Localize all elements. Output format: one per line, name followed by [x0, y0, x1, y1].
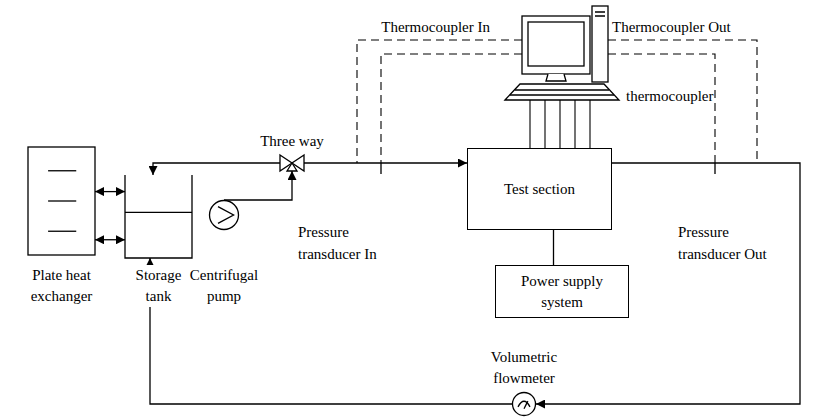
three-way-valve-symbol — [287, 163, 297, 171]
annotation-label: Pressure transducer In — [298, 222, 393, 266]
computer-tower — [592, 6, 608, 82]
pipe-connector — [150, 258, 512, 404]
heat-exchanger: Plate heat exchanger — [28, 147, 95, 255]
dashed-signal-line — [608, 40, 757, 163]
pipe-connector — [304, 162, 467, 163]
storage-tank-symbol — [125, 175, 192, 258]
centrifugal-pump-symbol — [210, 201, 239, 230]
centrifugal-pump-symbol — [209, 200, 239, 230]
annotation-label: Thermocoupler Out — [612, 17, 772, 39]
three-way-valve: Three way — [280, 155, 304, 171]
monitor-screen — [528, 22, 584, 66]
heat-exchanger-symbol — [48, 231, 76, 232]
annotation-label: Pressure transducer Out — [678, 222, 778, 266]
dashed-signal-line — [608, 54, 715, 163]
node-label: Plate heat exchanger — [22, 265, 102, 307]
computer-icon — [505, 6, 619, 100]
dashed-signal-line — [381, 54, 522, 163]
heat-exchanger-symbol — [48, 170, 76, 171]
process-box: Test section — [467, 148, 612, 230]
pipe-connector — [153, 163, 280, 175]
flowmeter-symbol — [524, 401, 528, 409]
pipe-connector — [95, 239, 125, 240]
flowmeter-symbol — [513, 393, 536, 416]
pipe-connector — [95, 191, 125, 192]
centrifugal-pump: Centrifugal pump — [209, 200, 239, 230]
process-box: Power supply system — [495, 265, 629, 318]
signal-lines — [357, 40, 757, 163]
node-label: Volumetric flowmeter — [474, 347, 574, 389]
node-label: Three way — [247, 131, 337, 152]
heat-exchanger-symbol — [28, 147, 95, 255]
thermocouple-wires — [530, 100, 590, 148]
flowmeter-symbol — [518, 401, 530, 407]
pipe-connector — [224, 171, 292, 200]
flowmeter: Volumetric flowmeter — [512, 392, 536, 416]
heat-exchanger-symbol — [28, 147, 95, 255]
annotation-label: thermocoupler — [626, 86, 736, 108]
thermocouple-wire — [530, 100, 590, 148]
node-label: Storage tank — [133, 265, 185, 307]
storage-tank: Storage tank — [125, 175, 192, 258]
monitor-stand — [546, 74, 566, 81]
centrifugal-pump-symbol — [218, 207, 234, 224]
three-way-valve-symbol — [280, 155, 304, 171]
keyboard-keys — [510, 90, 614, 95]
dashed-signal-line — [357, 40, 522, 163]
node-label: Power supply system — [496, 271, 628, 312]
node-label: Centrifugal pump — [184, 265, 264, 307]
monitor — [522, 16, 590, 74]
keyboard — [505, 84, 619, 100]
flowmeter-symbol — [512, 392, 536, 416]
heat-exchanger-symbol — [48, 200, 76, 201]
storage-tank-symbol — [125, 212, 192, 213]
pipe-connector — [553, 230, 554, 265]
tower-slots — [595, 12, 605, 16]
storage-tank-symbol — [125, 175, 192, 258]
annotation-label: Thermocoupler In — [330, 17, 490, 39]
node-label: Test section — [498, 179, 581, 199]
